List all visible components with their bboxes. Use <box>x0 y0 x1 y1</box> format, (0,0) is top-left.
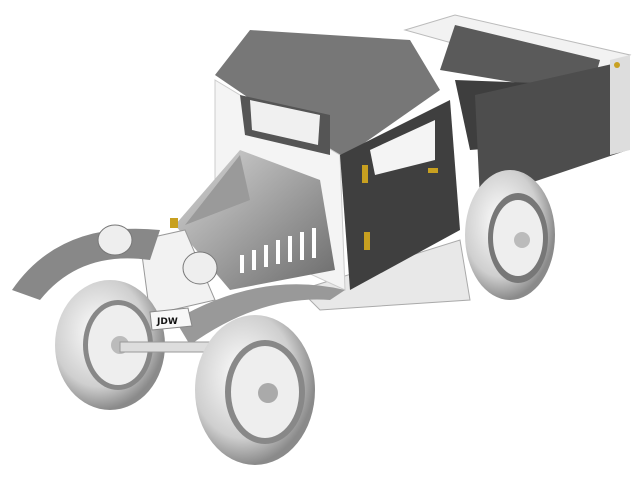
left-headlight <box>97 224 133 256</box>
radiator <box>139 229 216 316</box>
radiator-cap <box>170 218 178 228</box>
rear-wheel <box>465 170 555 300</box>
license-plate: JDW <box>149 307 193 331</box>
hood <box>170 150 335 290</box>
right-fender <box>175 284 345 345</box>
cargo-bed <box>403 14 632 200</box>
right-headlight <box>182 251 218 285</box>
hinge <box>364 232 370 250</box>
front-right-wheel <box>195 315 315 465</box>
front-left-wheel <box>55 280 165 410</box>
hinge <box>362 165 368 183</box>
license-plate-text: JDW <box>156 317 178 327</box>
latch <box>614 62 620 68</box>
door-handle <box>428 168 438 173</box>
